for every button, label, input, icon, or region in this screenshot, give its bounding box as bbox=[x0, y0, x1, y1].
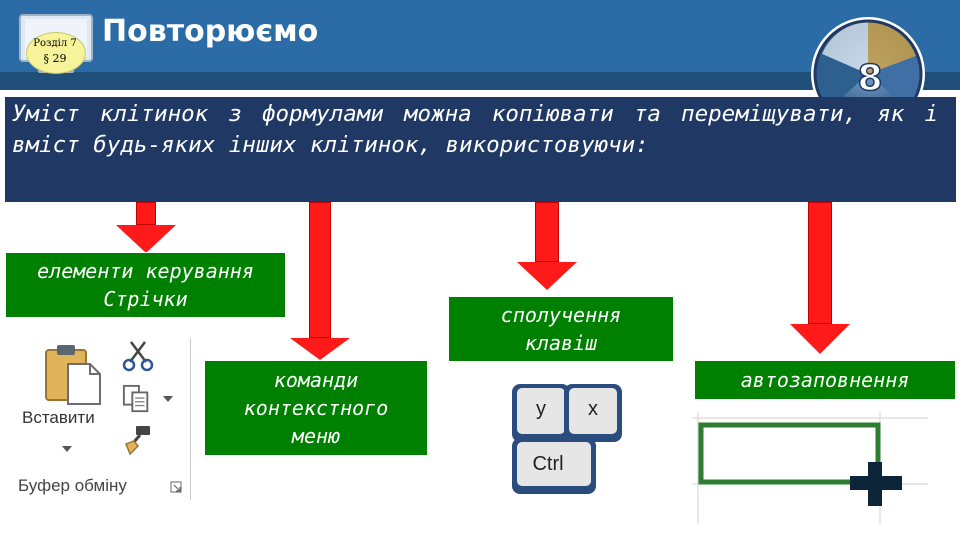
arrow-head-context-menu bbox=[290, 338, 350, 360]
fill-handle-cross-icon bbox=[850, 462, 902, 506]
grade-number: 8 bbox=[857, 58, 882, 99]
option-autofill-label: автозаповнення bbox=[741, 366, 910, 394]
section-number: § 29 bbox=[26, 52, 84, 65]
clipboard-group-label: Буфер обміну bbox=[18, 476, 127, 496]
arrow-shaft-autofill bbox=[808, 202, 832, 324]
option-context-menu-label: команди контекстного меню bbox=[221, 366, 411, 450]
option-ribbon-controls-label: елементи керування Стрічки bbox=[6, 257, 285, 313]
page-title: Повторюємо bbox=[102, 14, 318, 49]
cut-icon[interactable] bbox=[122, 340, 154, 372]
arrow-shaft-ribbon bbox=[136, 202, 156, 225]
statement-text: Уміст клітинок з формулами можна копіюва… bbox=[12, 99, 938, 161]
chevron-down-icon[interactable] bbox=[62, 446, 72, 452]
arrow-shaft-keyboard bbox=[535, 202, 559, 262]
paste-button-label[interactable]: Вставити bbox=[22, 408, 95, 428]
selected-cell bbox=[701, 425, 878, 482]
option-key-combination: сполучення клавіш bbox=[448, 296, 674, 362]
chevron-down-icon[interactable] bbox=[163, 396, 173, 402]
arrow-shaft-context-menu bbox=[309, 202, 331, 338]
option-context-menu: команди контекстного меню bbox=[204, 360, 428, 456]
key-ctrl-label: Ctrl bbox=[510, 453, 586, 476]
paste-icon[interactable] bbox=[40, 342, 104, 406]
option-key-combination-label: сполучення клавіш bbox=[466, 301, 656, 357]
dialog-launcher-icon[interactable] bbox=[170, 481, 182, 493]
ribbon-divider bbox=[190, 338, 191, 500]
copy-icon[interactable] bbox=[122, 384, 152, 414]
key-x-label: x bbox=[562, 398, 624, 421]
autofill-illustration bbox=[690, 412, 930, 524]
option-ribbon-controls: елементи керування Стрічки bbox=[5, 252, 286, 318]
format-painter-icon[interactable] bbox=[122, 424, 154, 456]
section-chapter: Розділ 7 bbox=[26, 38, 84, 49]
arrow-head-autofill bbox=[790, 324, 850, 354]
option-autofill: автозаповнення bbox=[694, 360, 956, 400]
arrow-head-ribbon bbox=[116, 225, 176, 253]
arrow-head-keyboard bbox=[517, 262, 577, 290]
